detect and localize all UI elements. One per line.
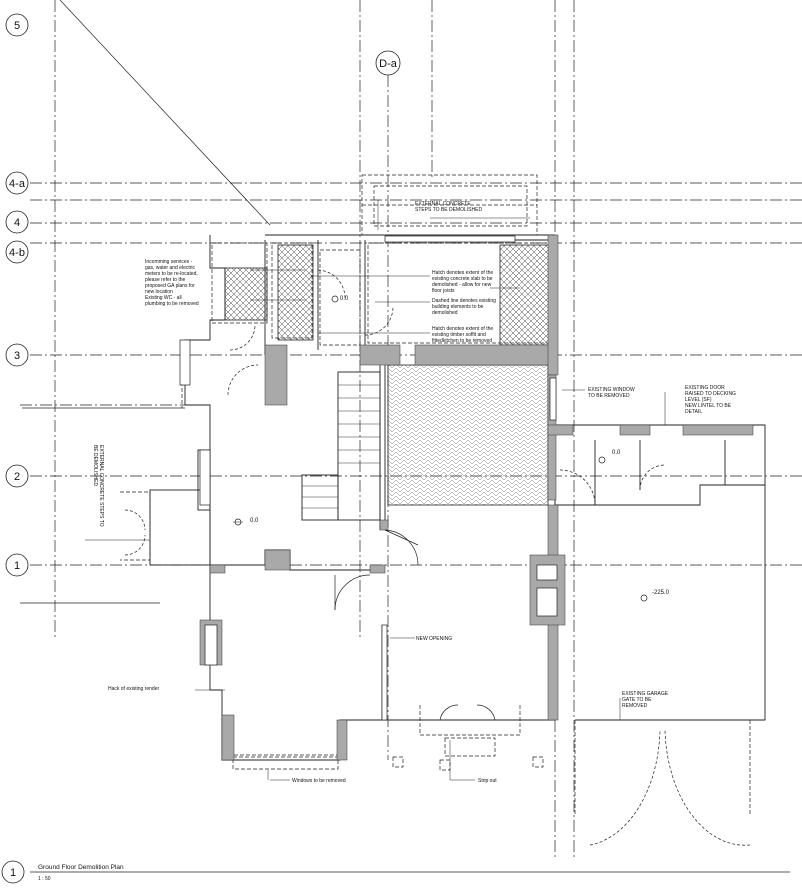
svg-text:Existing WC - all: Existing WC - all xyxy=(145,295,182,301)
grid-bubble-d-a: D-a xyxy=(375,50,401,76)
note-garage-gate: EXISTING GARAGE GATE TO BE REMOVED xyxy=(622,691,669,709)
level-marker-2: 0.0 xyxy=(331,295,349,303)
svg-text:existing timber soffit and: existing timber soffit and xyxy=(432,332,486,338)
level-marker-3: 0.0 xyxy=(598,450,621,464)
svg-text:EXISTING GARAGE: EXISTING GARAGE xyxy=(622,691,669,697)
svg-text:D-a: D-a xyxy=(379,58,398,70)
svg-text:please refer to the: please refer to the xyxy=(145,277,186,283)
svg-text:2: 2 xyxy=(14,471,20,483)
svg-text:floor joists: floor joists xyxy=(432,288,455,294)
grid-bubble-4-b: 4-b xyxy=(5,240,29,264)
svg-text:TO BE REMOVED: TO BE REMOVED xyxy=(588,393,630,399)
note-external-steps-left: EXTERNAL CONCRETE STEPS TO BE DEMOLISHED xyxy=(92,445,104,527)
note-existing-window: EXISTING WINDOW TO BE REMOVED xyxy=(588,387,635,399)
drawing-scale: 1 : 50 xyxy=(38,876,51,882)
svg-text:4-a: 4-a xyxy=(9,178,26,190)
svg-text:building elements to be: building elements to be xyxy=(432,304,484,310)
svg-text:1: 1 xyxy=(14,560,20,572)
door-swings xyxy=(124,269,751,846)
svg-text:Incomming services -: Incomming services - xyxy=(145,259,193,265)
svg-text:4-b: 4-b xyxy=(9,247,25,259)
level-marker-4: -225.0 xyxy=(640,590,670,602)
chimney-openings xyxy=(204,564,558,666)
grid-bubble-4-a: 4-a xyxy=(5,171,29,195)
svg-text:REMOVED: REMOVED xyxy=(622,703,648,709)
svg-text:Hatch denotes extent of the: Hatch denotes extent of the xyxy=(432,270,493,276)
note-hatch-slab: Hatch denotes extent of the existing con… xyxy=(432,270,493,294)
note-hatch-timber: Hatch denotes extent of the existing tim… xyxy=(432,326,493,344)
grid-bubble-1: 1 xyxy=(5,553,29,577)
note-existing-door: EXISTING DOOR RAISED TO DECKING LEVEL (S… xyxy=(685,385,736,415)
svg-text:DETAIL: DETAIL xyxy=(685,409,702,415)
svg-text:Windows to be removed: Windows to be removed xyxy=(292,778,346,784)
view-number: 1 xyxy=(10,867,16,879)
title-block: 1 Ground Floor Demolition Plan 1 : 50 xyxy=(1,860,790,884)
note-dashed-line: Dashed line denotes existing building el… xyxy=(432,298,496,316)
grid-bubble-3: 3 xyxy=(5,343,29,367)
svg-text:4: 4 xyxy=(14,217,20,229)
external-steps-top xyxy=(361,174,538,236)
svg-text:STEPS TO BE DEMOLISHED: STEPS TO BE DEMOLISHED xyxy=(415,207,482,213)
svg-text:NEW LINTEL TO BE: NEW LINTEL TO BE xyxy=(685,403,732,409)
svg-text:0.0: 0.0 xyxy=(612,450,621,456)
drawing-title: Ground Floor Demolition Plan xyxy=(38,864,124,871)
svg-text:Hatch denotes extent of the: Hatch denotes extent of the xyxy=(432,326,493,332)
svg-text:3: 3 xyxy=(14,350,20,362)
note-new-opening: NEW OPENING xyxy=(416,636,452,642)
note-incoming-services: Incomming services - gas, water and elec… xyxy=(145,259,198,295)
note-hack-render: Hack of existing render xyxy=(108,686,159,692)
note-existing-wc: Existing WC - all plumbing to be removed xyxy=(145,295,199,307)
svg-text:EXTERNAL CONCRETE STEPS TO: EXTERNAL CONCRETE STEPS TO xyxy=(98,445,104,527)
svg-text:BE DEMOLISHED: BE DEMOLISHED xyxy=(92,445,98,487)
svg-text:5: 5 xyxy=(14,20,20,32)
svg-text:Dashed line denotes existing: Dashed line denotes existing xyxy=(432,298,496,304)
note-external-steps: EXTERNAL CONCRETE STEPS TO BE DEMOLISHED xyxy=(415,201,482,213)
grid-bubble-2: 2 xyxy=(5,464,29,488)
svg-text:plumbing to be removed: plumbing to be removed xyxy=(145,301,199,307)
svg-text:gas, water and electric: gas, water and electric xyxy=(145,265,196,271)
svg-text:new location: new location xyxy=(145,289,173,295)
note-windows-removed: Windows to be removed xyxy=(292,778,346,784)
grid-bubble-5: 5 xyxy=(5,13,29,37)
note-strip-out: Strip out xyxy=(478,778,497,784)
leader-lines xyxy=(85,200,666,781)
svg-text:-225.0: -225.0 xyxy=(652,590,670,596)
svg-text:fittedkitchen to be removed: fittedkitchen to be removed xyxy=(432,338,492,344)
hatched-slab-areas xyxy=(224,244,551,506)
svg-text:EXTERNAL CONCRETE: EXTERNAL CONCRETE xyxy=(415,201,471,207)
grid-bubble-4: 4 xyxy=(5,210,29,234)
svg-text:LEVEL (SF): LEVEL (SF) xyxy=(685,397,712,403)
svg-text:Strip out: Strip out xyxy=(478,778,497,784)
svg-text:demolished - allow for new: demolished - allow for new xyxy=(432,282,492,288)
svg-text:EXISTING WINDOW: EXISTING WINDOW xyxy=(588,387,635,393)
svg-text:RAISED TO DECKING: RAISED TO DECKING xyxy=(685,391,736,397)
svg-text:proposed GA plans for: proposed GA plans for xyxy=(145,283,195,289)
window-frames xyxy=(179,235,557,721)
level-marker-1: 0.0 xyxy=(233,518,259,526)
svg-text:EXISTING DOOR: EXISTING DOOR xyxy=(685,385,725,391)
svg-text:Hack of existing render: Hack of existing render xyxy=(108,686,159,692)
svg-text:0.0: 0.0 xyxy=(250,518,259,524)
svg-text:existing concrete slab to be: existing concrete slab to be xyxy=(432,276,493,282)
svg-text:meters to be re-located,: meters to be re-located, xyxy=(145,271,198,277)
stair-treads xyxy=(302,384,380,509)
svg-text:demolished: demolished xyxy=(432,310,458,316)
svg-text:0.0: 0.0 xyxy=(340,296,349,302)
svg-text:GATE TO BE: GATE TO BE xyxy=(622,697,652,703)
svg-text:NEW OPENING: NEW OPENING xyxy=(416,636,452,642)
